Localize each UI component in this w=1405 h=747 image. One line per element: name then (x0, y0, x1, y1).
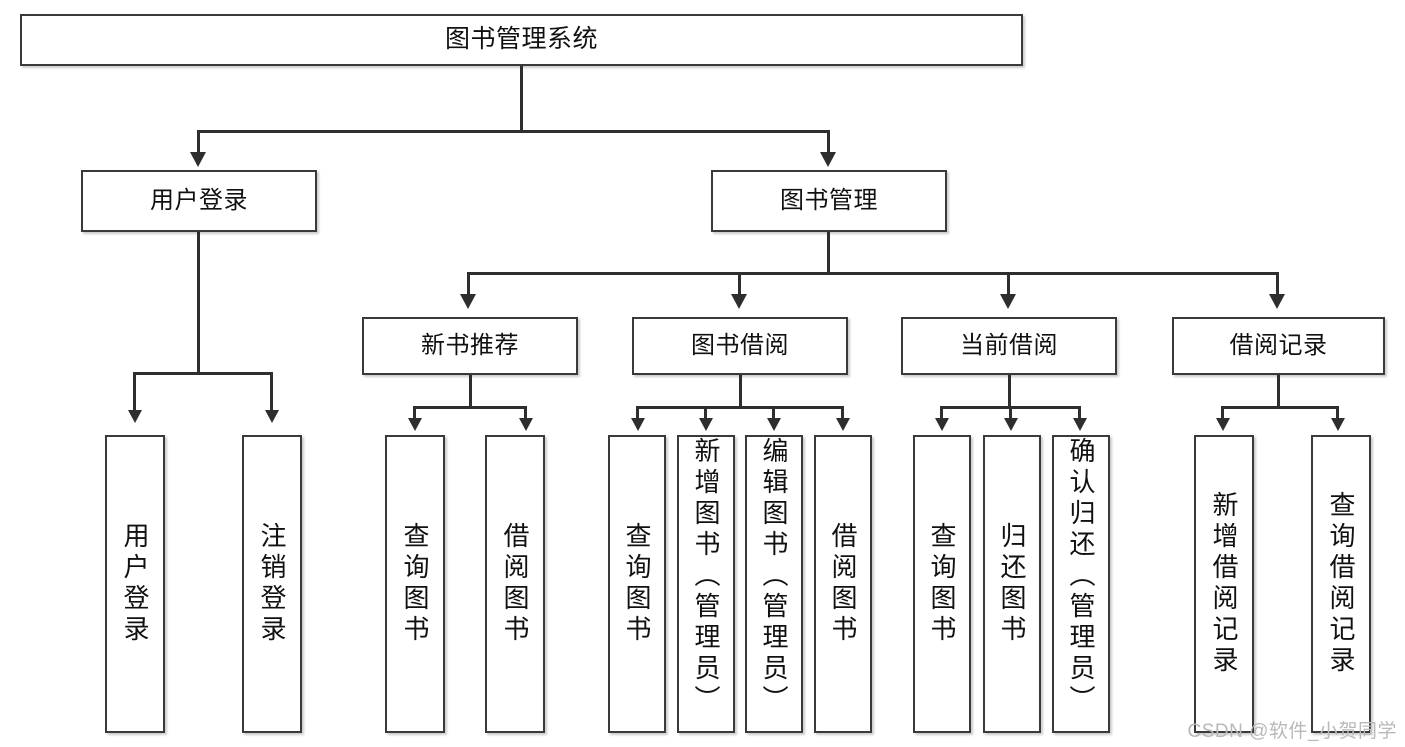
node-label: 查询图书 (622, 522, 652, 646)
node-label: 确认归还（管理员） (1066, 437, 1096, 716)
leaf-record-add-record[interactable]: 新增借阅记录 (1194, 435, 1254, 733)
leaf-borrow-add-book-admin[interactable]: 新增图书（管理员） (677, 435, 735, 733)
connector-current-leaf3 (1078, 406, 1081, 420)
leaf-borrow-borrow-book[interactable]: 借阅图书 (814, 435, 872, 733)
leaf-user-logout[interactable]: 注销登录 (242, 435, 302, 733)
node-label: 新书推荐 (421, 331, 519, 359)
connector-new-bar (413, 406, 527, 409)
arrow-borrow-leaf4 (836, 418, 850, 431)
connector-book-stem (827, 232, 830, 274)
connector-root-to-book (827, 130, 830, 154)
connector-current-leaf1 (940, 406, 943, 420)
node-label: 用户登录 (120, 522, 150, 646)
node-label: 当前借阅 (960, 331, 1058, 359)
node-label: 注销登录 (257, 522, 287, 646)
leaf-user-login[interactable]: 用户登录 (105, 435, 165, 733)
node-user-login[interactable]: 用户登录 (81, 170, 317, 232)
connector-record-bar (1221, 406, 1339, 409)
node-label: 图书借阅 (691, 331, 789, 359)
connector-root-stem (520, 66, 523, 132)
leaf-current-confirm-return-admin[interactable]: 确认归还（管理员） (1052, 435, 1110, 733)
connector-book-bar (467, 272, 1279, 275)
arrow-new-leaf2 (519, 418, 533, 431)
node-label: 查询图书 (400, 522, 430, 646)
node-new-book-recommend[interactable]: 新书推荐 (362, 317, 578, 375)
connector-record-stem (1277, 375, 1280, 409)
arrow-root-to-user (190, 152, 206, 167)
node-borrow-record[interactable]: 借阅记录 (1172, 317, 1385, 375)
connector-current-leaf2 (1009, 406, 1012, 420)
arrow-borrow-leaf2 (699, 418, 713, 431)
leaf-current-return-book[interactable]: 归还图书 (983, 435, 1041, 733)
node-label: 借阅图书 (500, 522, 530, 646)
leaf-record-query-record[interactable]: 查询借阅记录 (1311, 435, 1371, 733)
arrow-borrow-leaf3 (767, 418, 781, 431)
node-label: 新增借阅记录 (1209, 491, 1239, 677)
connector-borrow-stem (739, 375, 742, 409)
arrow-book-to-new (460, 294, 476, 309)
arrow-current-leaf3 (1073, 418, 1087, 431)
connector-user-stem (197, 232, 200, 374)
node-label: 图书管理 (780, 186, 878, 214)
connector-borrow-leaf3 (772, 406, 775, 420)
arrow-current-leaf1 (935, 418, 949, 431)
leaf-recommend-query-book[interactable]: 查询图书 (385, 435, 445, 733)
connector-new-stem (469, 375, 472, 409)
connector-borrow-leaf1 (636, 406, 639, 420)
connector-borrow-leaf2 (704, 406, 707, 420)
connector-record-leaf1 (1221, 406, 1224, 420)
arrow-borrow-leaf1 (631, 418, 645, 431)
connector-current-stem (1008, 375, 1011, 409)
node-label: 借阅图书 (828, 522, 858, 646)
arrow-new-leaf1 (408, 418, 422, 431)
arrow-book-to-record (1269, 294, 1285, 309)
leaf-borrow-query-book[interactable]: 查询图书 (608, 435, 666, 733)
connector-user-leaf1 (133, 372, 136, 412)
connector-record-leaf2 (1336, 406, 1339, 420)
connector-root-bar (197, 130, 829, 133)
arrow-book-to-current (1000, 294, 1016, 309)
node-root-library-system[interactable]: 图书管理系统 (20, 14, 1023, 66)
connector-book-to-current (1007, 272, 1010, 296)
connector-user-bar (133, 372, 273, 375)
node-label: 借阅记录 (1229, 331, 1328, 359)
node-label: 查询图书 (927, 522, 957, 646)
node-label: 图书管理系统 (444, 25, 598, 54)
connector-book-to-new (467, 272, 470, 296)
connector-root-to-user (197, 130, 200, 154)
arrow-root-to-book (820, 152, 836, 167)
arrow-record-leaf1 (1216, 418, 1230, 431)
connector-new-leaf2 (524, 406, 527, 420)
connector-book-to-record (1276, 272, 1279, 296)
leaf-current-query-book[interactable]: 查询图书 (913, 435, 971, 733)
leaf-borrow-edit-book-admin[interactable]: 编辑图书（管理员） (745, 435, 803, 733)
arrow-user-leaf1 (128, 410, 142, 423)
connector-borrow-bar (636, 406, 844, 409)
connector-borrow-leaf4 (841, 406, 844, 420)
node-label: 用户登录 (150, 186, 248, 214)
node-book-management[interactable]: 图书管理 (711, 170, 947, 232)
node-label: 查询借阅记录 (1326, 491, 1356, 677)
node-label: 编辑图书（管理员） (759, 437, 789, 716)
arrow-book-to-borrow (731, 294, 747, 309)
node-label: 归还图书 (997, 522, 1027, 646)
arrow-user-leaf2 (265, 410, 279, 423)
node-label: 新增图书（管理员） (691, 437, 721, 716)
connector-new-leaf1 (413, 406, 416, 420)
connector-user-leaf2 (270, 372, 273, 412)
connector-book-to-borrow (738, 272, 741, 296)
node-current-borrow[interactable]: 当前借阅 (901, 317, 1117, 375)
leaf-recommend-borrow-book[interactable]: 借阅图书 (485, 435, 545, 733)
arrow-current-leaf2 (1004, 418, 1018, 431)
node-book-borrow[interactable]: 图书借阅 (632, 317, 848, 375)
arrow-record-leaf2 (1331, 418, 1345, 431)
